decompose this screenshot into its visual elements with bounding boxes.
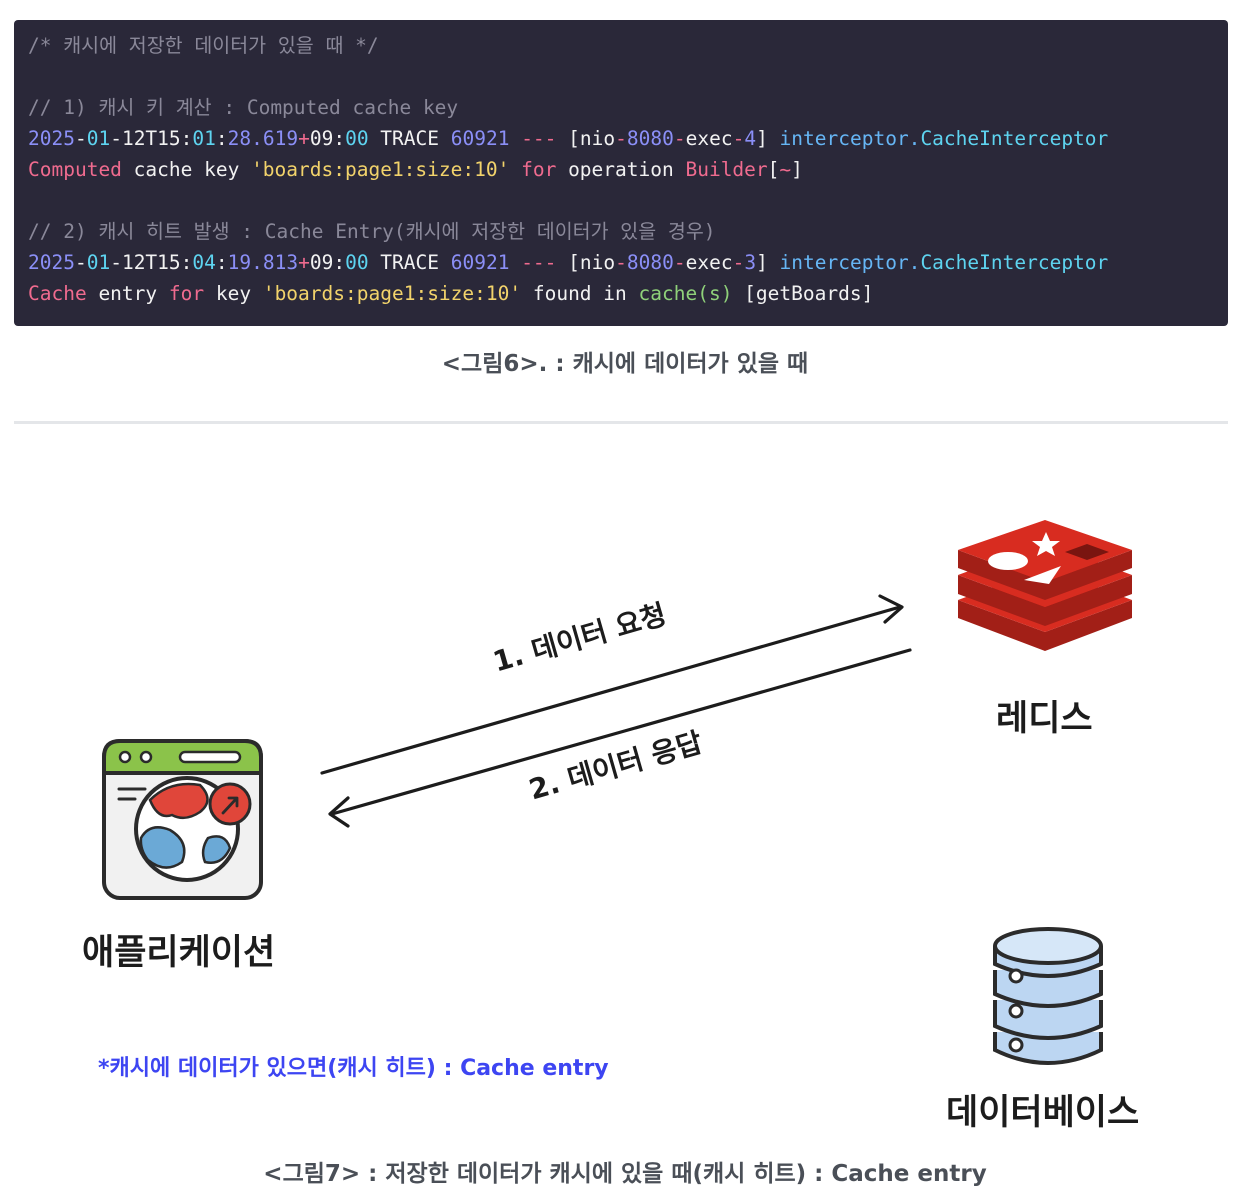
log-colon: : (215, 127, 228, 150)
log-pid: 60921 (450, 251, 510, 274)
log-thread-dash: - (615, 251, 627, 274)
log-date-day: 12T15 (121, 127, 181, 150)
msg-keyword-for: for (168, 282, 205, 305)
response-arrow (328, 648, 912, 828)
msg-cache-key: 'boards:page1:size:10' (251, 158, 510, 181)
log-plus: + (298, 127, 310, 150)
log-date-year: 2025 (28, 127, 75, 150)
log-separator: --- (509, 127, 569, 150)
log-colon: : (333, 251, 346, 274)
log-logger-pkg: interceptor. (779, 251, 921, 274)
log-minute: 01 (192, 127, 216, 150)
log-date-dash: - (110, 251, 122, 274)
log-tz-min: 00 (345, 251, 369, 274)
log-thread-port: 8080 (626, 251, 674, 274)
log-thread: [nio (568, 127, 616, 150)
log-thread-exec: exec (685, 127, 733, 150)
msg-builder: Builder (685, 158, 768, 181)
log-colon: : (180, 251, 193, 274)
log-tz-min: 00 (345, 127, 369, 150)
log-level: TRACE (368, 251, 451, 274)
log-thread-num: 3 (744, 251, 757, 274)
log-level: TRACE (368, 127, 451, 150)
msg-cache-key: 'boards:page1:size:10' (262, 282, 522, 305)
log-thread-dash: - (615, 127, 627, 150)
figure6-caption: <그림6>. : 캐시에 데이터가 있을 때 (441, 351, 809, 377)
log-line-1: 2025-01-12T15:01:28.619+09:00 TRACE 6092… (28, 126, 1108, 152)
log-thread-port: 8080 (626, 127, 674, 150)
log-date-month: 01 (86, 251, 111, 274)
application-label: 애플리케이션 (82, 933, 276, 973)
log-thread-dash: - (732, 251, 745, 274)
code-comment-title: /* 캐시에 저장한 데이터가 있을 때 */ (28, 34, 379, 57)
msg-bracket: ] (791, 158, 803, 181)
log-line-2: 2025-01-12T15:04:19.813+09:00 TRACE 6092… (28, 250, 1108, 276)
msg-text: found in (521, 282, 639, 305)
log-message-2: Cache entry for key 'boards:page1:size:1… (28, 281, 873, 307)
log-tz-hour: 09 (309, 251, 334, 274)
msg-bracket: [ (767, 158, 780, 181)
log-colon: : (215, 251, 228, 274)
log-separator: --- (509, 251, 569, 274)
figure7-caption: <그림7> : 저장한 데이터가 캐시에 있을 때(캐시 히트) : Cache… (263, 1161, 987, 1187)
log-thread-dash: - (732, 127, 745, 150)
code-block: /* 캐시에 저장한 데이터가 있을 때 */ // 1) 캐시 키 계산 : … (14, 20, 1228, 326)
log-minute: 04 (192, 251, 216, 274)
redis-label: 레디스 (996, 699, 1093, 739)
log-thread: [nio (568, 251, 616, 274)
code-comment-step1: // 1) 캐시 키 계산 : Computed cache key (28, 96, 459, 119)
msg-caches: cache(s) (638, 282, 733, 305)
msg-keyword-for: for (521, 158, 557, 181)
log-thread-dash: - (673, 251, 686, 274)
msg-text: operation (556, 158, 686, 181)
msg-text: [getBoards] (732, 282, 874, 305)
log-pid: 60921 (450, 127, 510, 150)
database-label: 데이터베이스 (946, 1093, 1140, 1133)
log-thread-dash: - (673, 127, 686, 150)
msg-text: cache key (121, 158, 252, 181)
msg-cache: Cache (28, 282, 87, 305)
code-comment-step2: // 2) 캐시 히트 발생 : Cache Entry(캐시에 저장한 데이터… (28, 220, 716, 243)
log-date-day: 12T15 (121, 251, 181, 274)
log-colon: : (333, 127, 346, 150)
msg-text: key (204, 282, 263, 305)
log-tz-hour: 09 (309, 127, 334, 150)
application-icon (102, 739, 263, 900)
log-thread-close: ] (756, 127, 780, 150)
log-logger-pkg: interceptor. (779, 127, 921, 150)
log-date-dash: - (74, 127, 87, 150)
log-message-1: Computed cache key 'boards:page1:size:10… (28, 157, 803, 183)
msg-text: entry (86, 282, 169, 305)
log-thread-close: ] (756, 251, 780, 274)
request-arrow (320, 594, 904, 775)
cache-hit-note: *캐시에 데이터가 있으면(캐시 히트) : Cache entry (98, 1056, 609, 1081)
section-divider (14, 421, 1228, 424)
log-date-month: 01 (86, 127, 111, 150)
log-seconds: 19.813 (227, 251, 299, 274)
log-thread-num: 4 (744, 127, 757, 150)
log-date-dash: - (74, 251, 87, 274)
log-logger-class: CacheInterceptor (920, 127, 1109, 150)
log-colon: : (180, 127, 193, 150)
redis-logo-icon (958, 520, 1132, 651)
log-date-dash: - (110, 127, 122, 150)
msg-tilde: ~ (779, 158, 792, 181)
log-date-year: 2025 (28, 251, 75, 274)
database-icon (993, 927, 1103, 1065)
log-seconds: 28.619 (227, 127, 299, 150)
log-plus: + (298, 251, 310, 274)
log-thread-exec: exec (685, 251, 733, 274)
msg-computed: Computed (28, 158, 122, 181)
log-logger-class: CacheInterceptor (920, 251, 1109, 274)
